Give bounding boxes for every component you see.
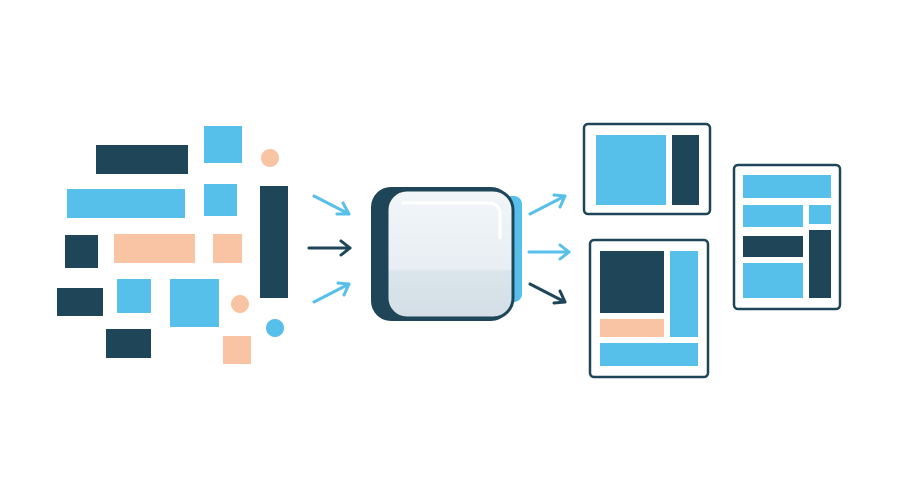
layout-bottom-hero-block — [600, 251, 664, 313]
input-pillar-navy — [260, 186, 288, 298]
input-square-sky-mid — [204, 184, 237, 216]
processor-face — [385, 188, 515, 320]
output-layout-right — [732, 163, 842, 311]
input-bar-navy-low — [57, 288, 103, 316]
input-square-peach-mid — [213, 234, 242, 263]
arrow-in-middle — [307, 239, 352, 257]
input-bar-navy-top — [96, 145, 188, 174]
arrows-out — [527, 193, 571, 305]
layout-right-row1-right — [809, 205, 831, 224]
input-dot-peach-top — [261, 149, 279, 167]
arrow-in-bottom — [312, 281, 351, 304]
input-bar-sky-long — [67, 189, 185, 218]
arrow-in-top — [312, 194, 351, 216]
output-layout-top — [582, 122, 712, 216]
input-bar-peach — [114, 234, 195, 263]
input-square-peach-bottom — [223, 336, 251, 364]
input-block-navy-left — [65, 235, 98, 268]
input-dot-sky — [266, 319, 284, 337]
layout-right-side-navy — [809, 230, 831, 298]
layout-right-row3-sky — [743, 263, 803, 298]
input-dot-peach-low — [231, 295, 249, 313]
layout-bottom-side-block — [670, 251, 698, 337]
processor-shine — [401, 201, 502, 240]
arrows-in — [307, 194, 352, 304]
arrow-out-top — [528, 193, 567, 216]
arrow-out-middle — [527, 243, 571, 261]
input-square-sky-top — [204, 126, 242, 163]
input-square-sky-large — [170, 279, 219, 327]
layout-right-row2-navy — [743, 236, 803, 257]
layout-bottom-peach-bar — [600, 319, 664, 337]
layout-right-row1-left — [743, 205, 803, 227]
input-bar-navy-bottom — [106, 329, 151, 358]
arrow-out-bottom — [528, 282, 567, 305]
layout-right-header-bar — [743, 175, 831, 198]
layout-bottom-footer-bar — [600, 343, 698, 366]
input-pieces — [57, 126, 288, 364]
input-square-sky-small — [117, 279, 151, 313]
layout-top-main-block — [596, 135, 666, 205]
output-layout-bottom — [588, 238, 710, 379]
layout-top-side-block — [672, 135, 699, 205]
processor — [371, 187, 522, 321]
